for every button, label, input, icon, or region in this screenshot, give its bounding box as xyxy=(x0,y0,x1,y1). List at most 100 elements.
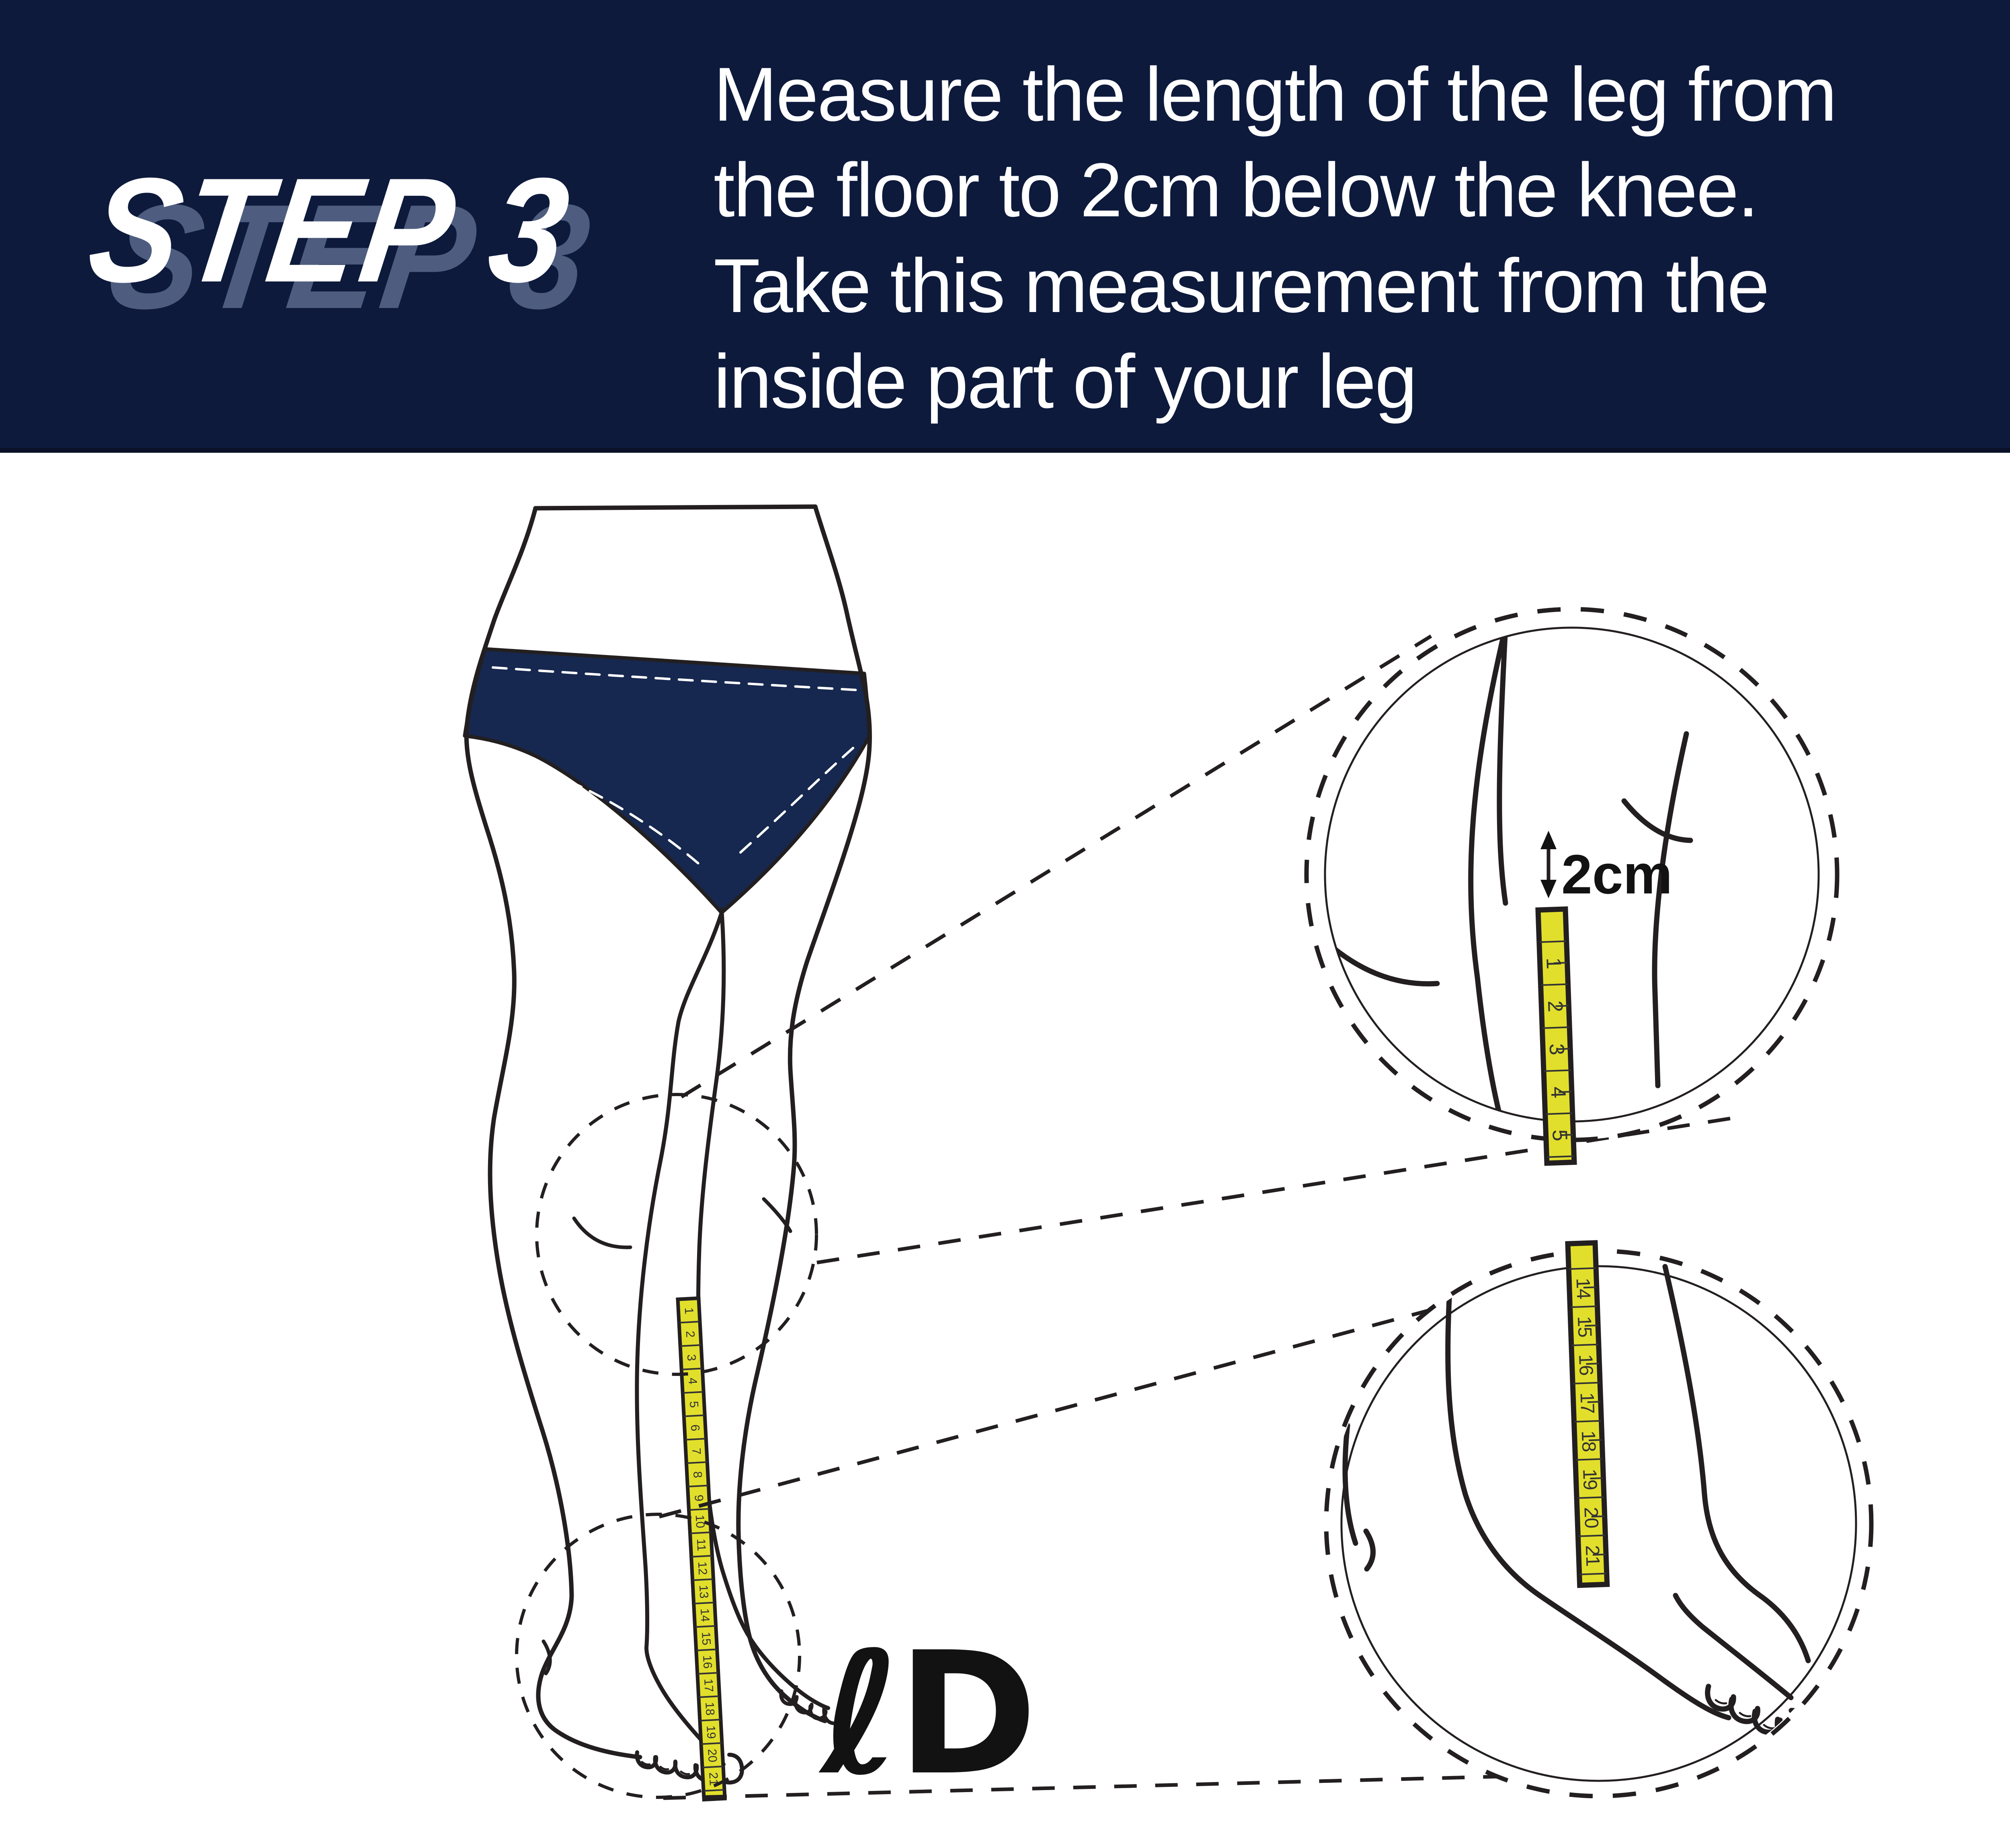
tape-number: 20 xyxy=(1580,1507,1602,1529)
knee-crease-left xyxy=(572,1216,632,1249)
tape-number: 12 xyxy=(695,1561,710,1575)
tape-number: 15 xyxy=(699,1632,713,1646)
tape-number: 1 xyxy=(682,1307,696,1314)
tape-number: 13 xyxy=(697,1585,711,1599)
tape-tick xyxy=(1545,1112,1572,1115)
step-title-shadow: STEP 3 xyxy=(101,173,602,339)
tape-tick xyxy=(1539,940,1566,943)
tape-tick xyxy=(684,1414,705,1417)
tape-number: 2 xyxy=(683,1331,697,1338)
tape-tick xyxy=(696,1648,717,1651)
tape-number: 21 xyxy=(1581,1545,1604,1567)
tape-number: 1 xyxy=(1542,957,1565,969)
tape-number: 6 xyxy=(688,1424,702,1431)
tape-number: 20 xyxy=(705,1749,719,1763)
tape-number: 19 xyxy=(704,1725,718,1739)
tape-tick xyxy=(1575,1458,1602,1461)
measuring-tape-knee-zoom: 1 2 3 4 5 xyxy=(1535,906,1577,1166)
tape-tick xyxy=(688,1485,708,1488)
tape-tick xyxy=(690,1531,711,1534)
tape-number: 2 xyxy=(1543,1000,1567,1012)
tape-tick xyxy=(704,1789,724,1792)
tape-number: 16 xyxy=(1575,1354,1597,1376)
tape-tick xyxy=(699,1695,719,1698)
tape-number: 10 xyxy=(693,1514,707,1528)
briefs xyxy=(463,647,871,915)
instruction-line-4: inside part of your leg xyxy=(714,339,1416,424)
tape-number: 7 xyxy=(689,1448,703,1455)
gap-label: 2cm xyxy=(1561,844,1672,906)
ankle-crease xyxy=(541,1639,552,1676)
instruction-line-2: the floor to 2cm below the knee. xyxy=(714,148,1758,233)
tape-tick xyxy=(691,1555,712,1558)
tape-tick xyxy=(697,1672,718,1675)
header-band: STEP 3 STEP 3 Measure the length of the … xyxy=(0,0,2010,453)
instruction-line-1: Measure the length of the leg from xyxy=(714,52,1836,137)
tape-number: 17 xyxy=(701,1678,716,1692)
tape-tick xyxy=(1544,1069,1571,1072)
tape-tick xyxy=(685,1438,706,1441)
tape-half-tick xyxy=(1591,1515,1604,1518)
gap-annotation: 2cm xyxy=(1540,831,1672,906)
tape-tick xyxy=(700,1719,720,1722)
tape-number: 14 xyxy=(1572,1277,1594,1300)
header-bottom-edge xyxy=(0,448,2010,453)
gap-arrow-down-icon xyxy=(1540,880,1557,898)
tape-number: 4 xyxy=(686,1377,699,1384)
knee-zoom-circle: 1 2 3 4 5 2cm xyxy=(1304,607,1840,1166)
tape-tick xyxy=(1577,1496,1604,1499)
tape-tick xyxy=(1569,1267,1596,1270)
tape-number: 18 xyxy=(703,1702,717,1716)
ankle-zoom-inner-ring xyxy=(1340,1265,1857,1782)
tape-tick xyxy=(1574,1420,1601,1423)
tape-number: 5 xyxy=(687,1401,701,1408)
tape-number: 16 xyxy=(700,1655,714,1669)
tape-tick xyxy=(1570,1305,1597,1308)
tape-tick xyxy=(694,1602,714,1605)
tape-tick xyxy=(1547,1155,1574,1158)
tape-tick xyxy=(683,1391,704,1394)
tape-tick xyxy=(701,1742,722,1745)
tape-tick xyxy=(702,1766,723,1768)
tape-number: 8 xyxy=(691,1471,704,1478)
header-background xyxy=(0,0,2010,450)
tape-tick xyxy=(679,1320,700,1324)
tape-number: 3 xyxy=(1545,1043,1569,1055)
step-title: STEP 3 xyxy=(80,147,581,313)
tape-number: 14 xyxy=(698,1608,712,1622)
tape-tick xyxy=(1541,983,1568,986)
tape-number: 4 xyxy=(1546,1086,1570,1099)
tape-tick xyxy=(689,1508,710,1511)
knee-zoom-dashed-ring xyxy=(1304,607,1840,1142)
foot-focus-circle xyxy=(515,1513,801,1799)
tape-tick xyxy=(693,1578,713,1581)
knee-focus-circle xyxy=(535,1093,818,1376)
tape-number: 15 xyxy=(1573,1316,1596,1338)
tape-tick xyxy=(1579,1573,1606,1575)
tape-number: 3 xyxy=(685,1354,698,1361)
tape-half-tick xyxy=(1586,1363,1599,1365)
tape-tick xyxy=(1573,1382,1600,1384)
tape-number: 5 xyxy=(1548,1129,1571,1142)
tape-number: 9 xyxy=(692,1495,706,1502)
tape-half-tick xyxy=(1592,1553,1606,1556)
tape-tick xyxy=(687,1461,707,1464)
waist-line xyxy=(533,504,818,511)
tape-tick xyxy=(695,1625,716,1628)
tape-tick xyxy=(681,1344,701,1347)
tape-half-tick xyxy=(1585,1324,1598,1327)
knee-zoom-anatomy xyxy=(1326,628,1693,1121)
connector-foot-bottom xyxy=(663,1774,1504,1800)
connector-foot-top xyxy=(658,1293,1488,1519)
tape-tick xyxy=(682,1368,702,1370)
tape-number: 18 xyxy=(1577,1430,1600,1452)
tape-number: 17 xyxy=(1576,1392,1598,1414)
knee-crease-right xyxy=(762,1197,792,1233)
far-foot-toes xyxy=(779,1689,845,1725)
measurement-label: ℓD xyxy=(818,1616,1034,1813)
tape-tick xyxy=(1542,1026,1569,1029)
